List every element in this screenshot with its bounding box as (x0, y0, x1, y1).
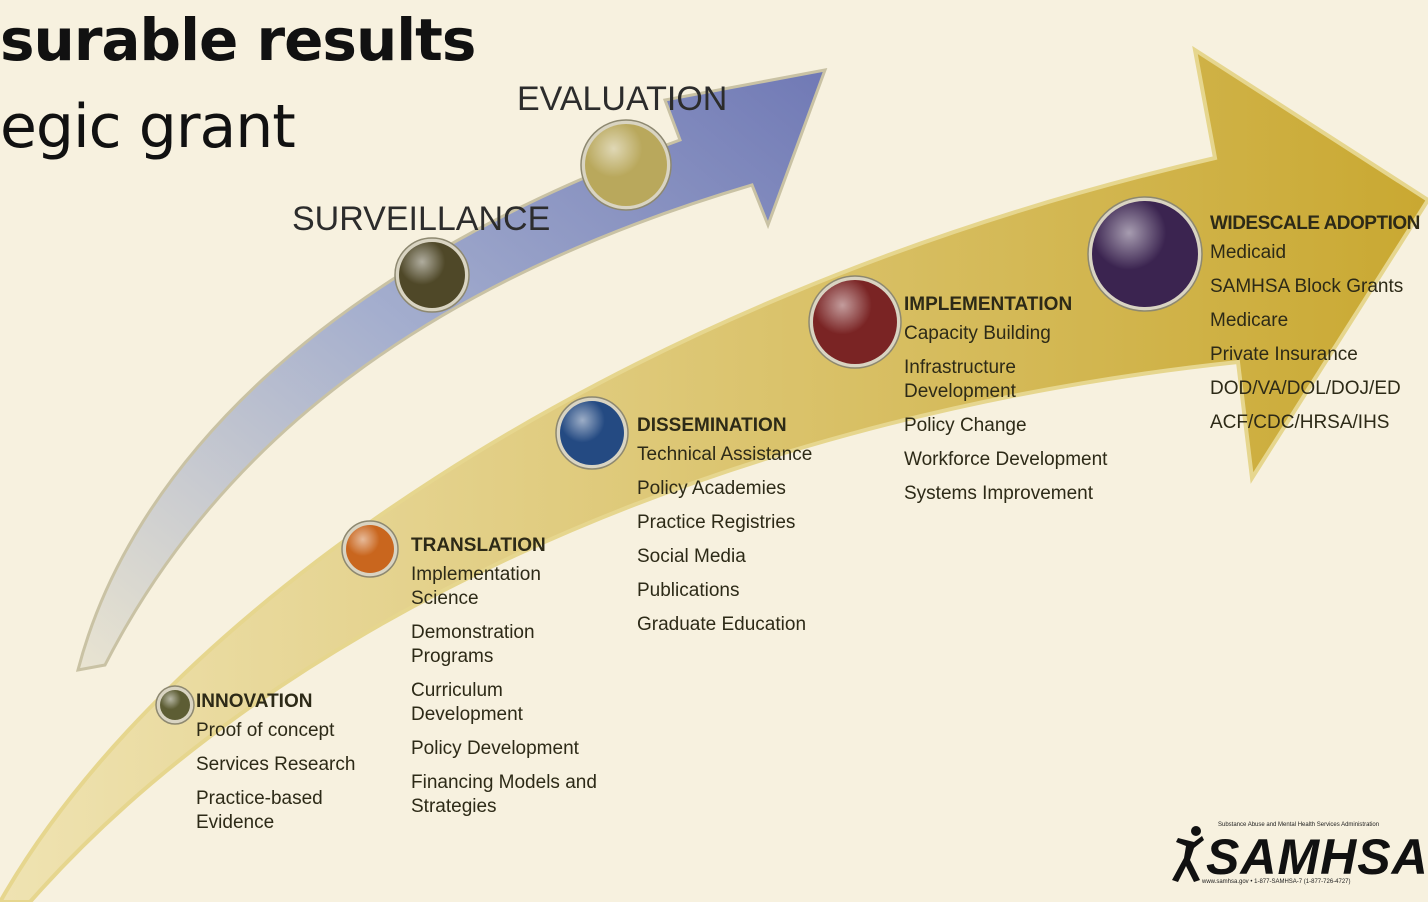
logo-wordmark: SAMHSA (1206, 829, 1428, 885)
stage-circle-translation (341, 520, 399, 578)
stage-circle-implementation (808, 275, 902, 369)
stage-item: Capacity Building (904, 323, 1051, 344)
stage-item: ACF/CDC/HRSA/IHS (1210, 412, 1390, 433)
stage-item: Policy Development (411, 738, 579, 759)
label-evaluation: EVALUATION (517, 80, 728, 118)
stage-translation: TRANSLATION Implementation Science Demon… (411, 535, 621, 829)
stage-item: Medicaid (1210, 242, 1287, 263)
stage-item: Medicare (1210, 310, 1289, 331)
stage-dissemination: DISSEMINATION Technical Assistance Polic… (637, 415, 837, 647)
stage-item: Financing Models and Strategies (411, 772, 597, 817)
stage-item: DOD/VA/DOL/DOJ/ED (1210, 378, 1401, 399)
stage-item: Policy Academies (637, 478, 786, 499)
stage-circle-dissemination (555, 396, 629, 470)
stage-item: Graduate Education (637, 614, 807, 635)
stage-item: Practice Registries (637, 512, 796, 533)
stage-item: Curriculum Development (411, 680, 523, 725)
stage-circle-evaluation (580, 119, 672, 211)
stage-item: Workforce Development (904, 449, 1108, 470)
stage-implementation: IMPLEMENTATION Capacity Building Infrast… (904, 294, 1144, 516)
slide-title-line-1: surable results (0, 6, 476, 74)
stage-item: Technical Assistance (637, 444, 813, 465)
label-surveillance: SURVEILLANCE (292, 200, 551, 238)
upper-arrow (75, 68, 828, 672)
stage-title: IMPLEMENTATION (904, 294, 1073, 315)
stage-item: Systems Improvement (904, 483, 1093, 504)
stage-item: Social Media (637, 546, 746, 567)
stage-widescale-adoption: WIDESCALE ADOPTION Medicaid SAMHSA Block… (1210, 213, 1426, 445)
samhsa-logo: Substance Abuse and Mental Health Servic… (1172, 818, 1428, 890)
stage-title: TRANSLATION (411, 535, 546, 556)
stage-circle-innovation (155, 685, 195, 725)
stage-item: Services Research (196, 754, 356, 775)
person-figure-icon (1172, 826, 1204, 882)
logo-tagline: Substance Abuse and Mental Health Servic… (1218, 822, 1380, 828)
stage-innovation: INNOVATION Proof of concept Services Res… (196, 691, 386, 845)
stage-circle-widescale (1087, 196, 1203, 312)
slide-title-line-2: egic grant (0, 92, 296, 162)
stage-item: SAMHSA Block Grants (1210, 276, 1404, 297)
lower-arrow (0, 45, 1428, 902)
stage-item: Implementation Science (411, 564, 541, 609)
stage-item: Demonstration Programs (411, 622, 535, 667)
logo-contact: www.samhsa.gov • 1-877-SAMHSA-7 (1-877-7… (1202, 879, 1351, 885)
stage-item: Publications (637, 580, 740, 601)
stage-title: WIDESCALE ADOPTION (1210, 213, 1420, 234)
stage-circle-surveillance (394, 237, 470, 313)
stage-item: Practice-based Evidence (196, 788, 323, 833)
stage-item: Infrastructure Development (904, 357, 1016, 402)
stage-title: INNOVATION (196, 691, 313, 712)
stage-item: Proof of concept (196, 720, 335, 741)
stage-title: DISSEMINATION (637, 415, 787, 436)
stage-item: Policy Change (904, 415, 1027, 436)
stage-item: Private Insurance (1210, 344, 1358, 365)
